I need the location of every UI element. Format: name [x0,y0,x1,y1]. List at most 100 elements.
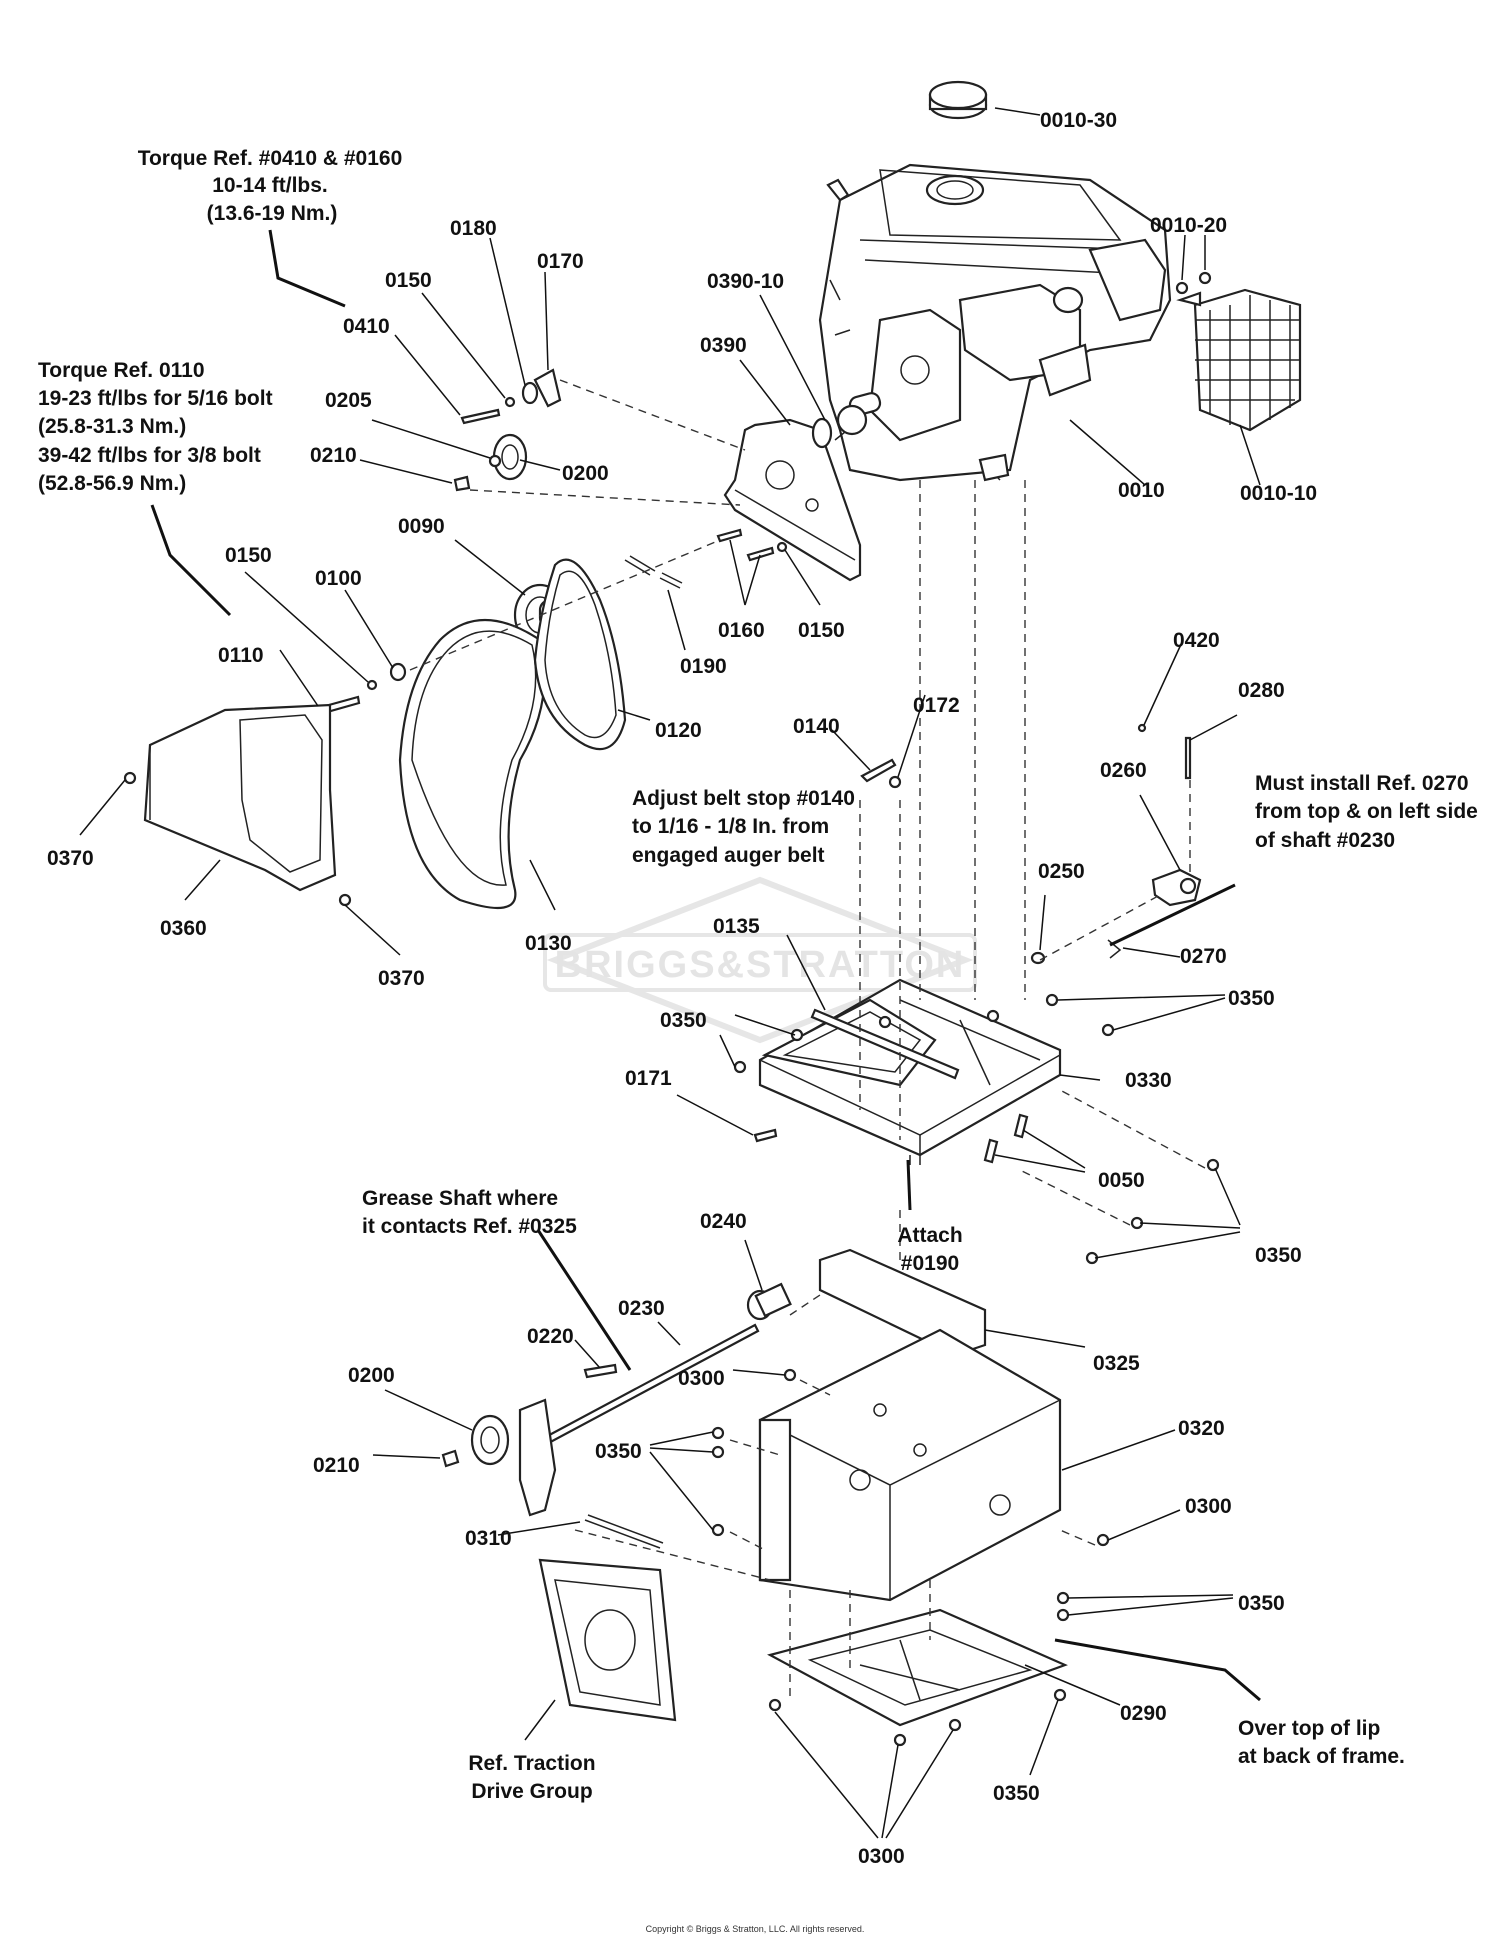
label-0100: 0100 [315,567,362,590]
label-0410: 0410 [343,315,390,338]
label-0150: 0150 [385,269,432,292]
note-must-install: Must install Ref. 0270 from top & on lef… [1255,772,1478,852]
label-0250: 0250 [1038,860,1085,883]
label-0350: 0350 [1255,1244,1302,1267]
label-0190: 0190 [680,655,727,678]
note-line: at back of frame. [1238,1745,1405,1768]
note-line: 10-14 ft/lbs. [212,174,328,197]
note-line: Over top of lip [1238,1717,1380,1740]
bushing-icon [1179,877,1197,895]
label-0200: 0200 [348,1364,395,1387]
screw-icon [1175,281,1189,295]
label-0210: 0210 [313,1454,360,1477]
label-0230: 0230 [618,1297,665,1320]
crankshaft-icon [836,404,868,436]
screw-0300-icon [893,1733,907,1747]
plate-0290-drawing [767,1608,1068,1727]
label-0130: 0130 [525,932,572,955]
screw-0350-icon [1053,1688,1067,1702]
label-0420: 0420 [1173,629,1220,652]
note-line: (13.6-19 Nm.) [207,202,338,225]
note-line: it contacts Ref. #0325 [362,1215,577,1238]
label-0350: 0350 [595,1440,642,1463]
note-line: Must install Ref. 0270 [1255,772,1469,795]
belt-cover-0360-drawing [143,703,337,892]
bolt-0050-icon [983,1138,999,1164]
washer-0250-icon [1030,951,1046,965]
label-0300: 0300 [858,1845,905,1868]
oil-cap-drawing [928,80,988,120]
screw-0300-icon [1096,1533,1110,1547]
label-0390: 0390 [700,334,747,357]
pin-0420-icon [1137,723,1147,733]
label-0150: 0150 [798,619,845,642]
label-0110: 0110 [218,644,264,667]
label-0320: 0320 [1178,1417,1225,1440]
watermark-text: BRIGGS&STRATTON [555,944,966,986]
note-line: to 1/16 - 1/8 In. from [632,815,829,838]
note-line: 39-42 ft/lbs for 3/8 bolt [38,444,261,467]
screw-0300-icon [783,1368,797,1382]
screw-0350-icon [1056,1608,1070,1622]
label-0350: 0350 [1228,987,1275,1010]
screw-0350-icon [711,1426,725,1440]
engine-drawing [818,163,1172,482]
label-0300: 0300 [1185,1495,1232,1518]
label-0330: 0330 [1125,1069,1172,1092]
note-line: Torque Ref. #0410 & #0160 [138,147,403,170]
spring-0190-icon [624,555,683,589]
bolt-0160-icon [716,528,743,543]
leader-lines [79,107,1261,1839]
label-0010-10: 0010-10 [1240,482,1317,505]
note-line: Adjust belt stop #0140 [632,787,855,810]
bolt-0160-icon [746,546,775,562]
label-0240: 0240 [700,1210,747,1233]
muffler-guard-drawing [1176,288,1302,432]
screw-0350-icon [1101,1023,1115,1037]
traction-drive-drawing [538,1558,677,1722]
screw-0350-icon [1056,1591,1070,1605]
note-line: of shaft #0230 [1255,829,1395,852]
note-traction: Ref. Traction Drive Group [468,1752,595,1803]
label-0135: 0135 [713,915,760,938]
bolt-0220-icon [583,1363,618,1379]
label-0290: 0290 [1120,1702,1167,1725]
label-0090: 0090 [398,515,445,538]
screw-icon [878,1015,892,1029]
bolt-0171-icon [753,1128,778,1143]
note-grease: Grease Shaft where it contacts Ref. #032… [362,1187,577,1238]
arm-icon [518,1398,557,1517]
part-labels: 0010-30 0010-20 0010-10 0010 0390-10 039… [47,109,1317,1868]
note-line: (52.8-56.9 Nm.) [38,472,186,495]
screw-icon [986,1009,1000,1023]
belt-stop-0140-icon [860,758,897,783]
label-0010: 0010 [1118,479,1165,502]
label-0280: 0280 [1238,679,1285,702]
label-0350: 0350 [1238,1592,1285,1615]
screw-0350-icon [1206,1158,1220,1172]
label-0220: 0220 [527,1325,574,1348]
note-line: Ref. Traction [468,1752,595,1775]
bolt-0050-icon [1013,1113,1029,1139]
belt-guide-0135-icon [810,1008,960,1080]
note-belt-stop: Adjust belt stop #0140 to 1/16 - 1/8 In.… [632,787,855,867]
label-0310: 0310 [465,1527,512,1550]
label-0300: 0300 [678,1367,725,1390]
screw-0350-icon [711,1523,725,1537]
watermark-logo: BRIGGS&STRATTON [543,876,977,1044]
lockwasher-0150-icon [504,396,516,408]
spring-0310-icon [584,1514,664,1549]
note-over-top: Over top of lip at back of frame. [1238,1717,1405,1768]
engine-plate-drawing [723,418,862,582]
note-line: Drive Group [471,1780,592,1803]
label-0050: 0050 [1098,1169,1145,1192]
label-0350: 0350 [993,1782,1040,1805]
note-attach: Attach #0190 [897,1224,962,1275]
screw-0350-icon [733,1060,747,1074]
copyright-text: Copyright © Briggs & Stratton, LLC. All … [646,1924,865,1934]
label-0160: 0160 [718,619,765,642]
nut-0172-icon [888,775,902,789]
note-leaders [150,229,1261,1702]
label-0390-10: 0390-10 [707,270,784,293]
